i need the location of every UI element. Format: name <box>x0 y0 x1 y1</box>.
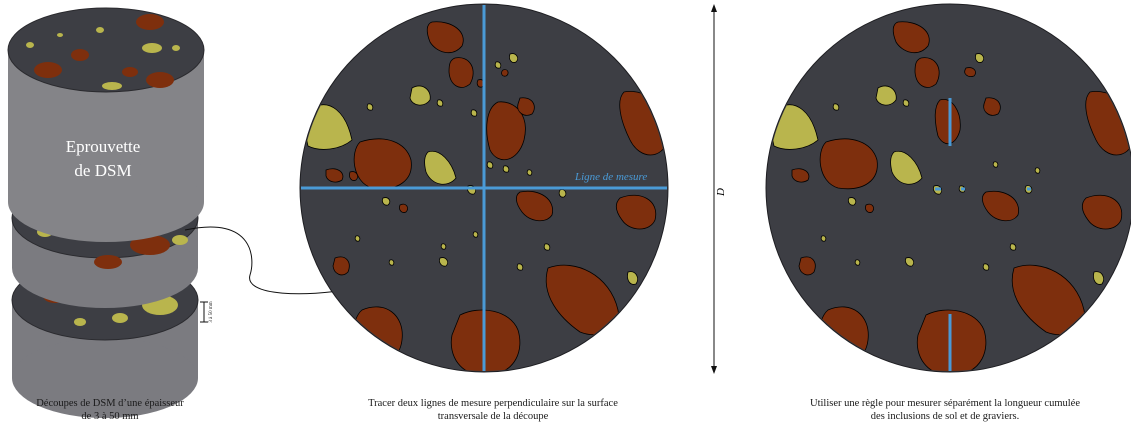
caption-left-line2: de 3 à 50 mm <box>81 411 139 422</box>
caption-middle-line2: transversale de la découpe <box>437 411 549 422</box>
caption-left: Découpes de DSM d’une épaisseur de 3 à 5… <box>10 397 210 423</box>
main-specimen: Eprouvette de DSM <box>7 7 205 242</box>
middle-inclusions <box>305 21 667 371</box>
measure-line-label: Ligne de mesure <box>574 171 647 183</box>
caption-right-line2: des inclusions de sol et de graviers. <box>870 411 1020 422</box>
connector-arrow <box>184 226 376 295</box>
thickness-label: 3 à 50 mm <box>209 301 214 322</box>
specimen-illustration: Eprouvette de DSM 3 à 50 mm <box>7 7 376 418</box>
caption-right: Utiliser une règle pour mesurer séparéme… <box>760 397 1130 423</box>
caption-left-line1: Découpes de DSM d’une épaisseur <box>36 398 184 409</box>
diameter-label: D <box>715 188 727 197</box>
right-cross-section <box>765 3 1131 373</box>
thickness-indicator: 3 à 50 mm <box>200 301 214 323</box>
middle-cross-section: Ligne de mesure <box>299 3 669 373</box>
caption-middle: Tracer deux lignes de mesure perpendicul… <box>318 397 668 423</box>
diameter-dimension: D <box>711 4 727 374</box>
specimen-label-line1: Eprouvette <box>66 137 141 156</box>
caption-middle-line1: Tracer deux lignes de mesure perpendicul… <box>368 398 618 409</box>
specimen-label-line2: de DSM <box>74 161 131 180</box>
caption-right-line1: Utiliser une règle pour mesurer séparéme… <box>810 398 1080 409</box>
